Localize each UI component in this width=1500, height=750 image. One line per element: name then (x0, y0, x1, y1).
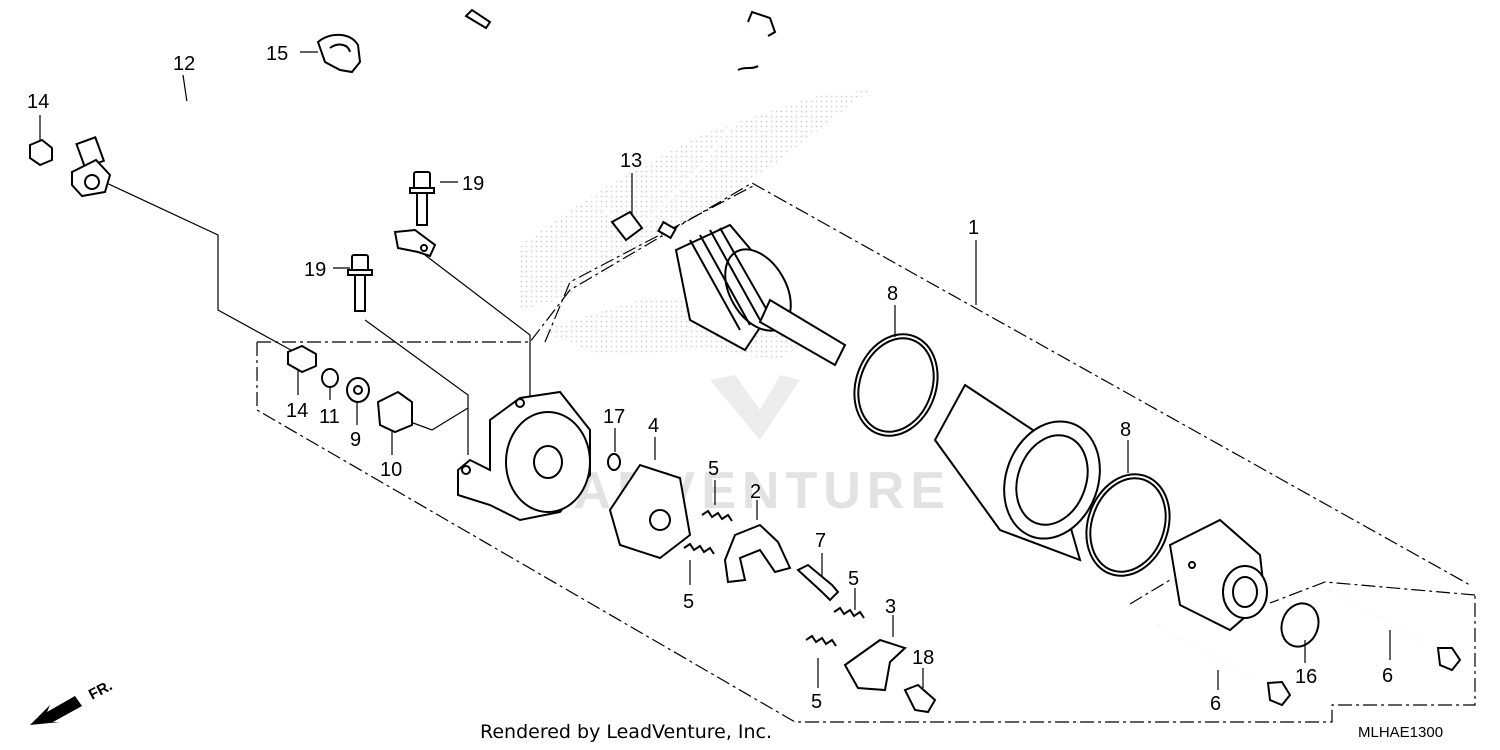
callout-11: 11 (319, 406, 340, 428)
callout-19-a: 19 (462, 173, 484, 195)
brush-terminal-3 (843, 638, 907, 692)
callout-15: 15 (266, 43, 288, 65)
callout-12: 12 (173, 53, 195, 75)
callout-16: 16 (1295, 666, 1317, 688)
o-ring-8-rear (1085, 473, 1171, 577)
callout-1: 1 (968, 217, 979, 239)
brush-2 (723, 523, 792, 584)
brush-holder-4 (608, 463, 692, 560)
diagram-code: MLHAE1300 (1358, 724, 1443, 741)
callout-13: 13 (620, 150, 642, 172)
callout-8-b: 8 (1120, 419, 1131, 441)
bolt-7 (796, 563, 840, 602)
callout-7: 7 (815, 530, 826, 552)
armature (657, 220, 847, 367)
through-bolt-6-upper (1329, 588, 1462, 672)
terminal-parts (287, 344, 413, 434)
nut-14-top (29, 138, 53, 167)
callout-6-b: 6 (1210, 693, 1221, 715)
starter-cable-12 (71, 8, 492, 198)
callout-10: 10 (380, 459, 402, 481)
cable-clamp-15 (316, 33, 362, 74)
front-direction-arrow-icon (30, 696, 82, 725)
callout-14-b: 14 (286, 400, 308, 422)
callout-5-d: 5 (811, 691, 822, 713)
assembly-outlines (256, 182, 1476, 723)
callout-19-b: 19 (304, 259, 326, 281)
callout-5-b: 5 (683, 591, 694, 613)
starter-cable-13 (384, 10, 777, 258)
callout-labels: 1 2 3 4 5 5 5 5 6 6 7 8 8 9 10 11 12 13 … (27, 43, 1393, 715)
callout-4: 4 (648, 415, 659, 437)
front-direction-label: FR. (86, 677, 115, 703)
front-cover (457, 390, 591, 522)
yoke (933, 383, 1101, 562)
leader-lines (39, 51, 1391, 690)
credit-text: Rendered by LeadVenture, Inc. (480, 721, 772, 743)
callout-9: 9 (350, 429, 361, 451)
washer-17 (607, 453, 621, 471)
callout-2: 2 (750, 481, 761, 503)
bolt-19-upper (409, 171, 435, 226)
bolt-19-lower (347, 254, 373, 312)
springs (683, 509, 865, 647)
callout-5-c: 5 (848, 568, 859, 590)
rear-cover (1168, 518, 1268, 632)
callout-5-a: 5 (708, 458, 719, 480)
callout-6-a: 6 (1382, 665, 1393, 687)
callout-8-a: 8 (887, 283, 898, 305)
o-ring-16 (1280, 602, 1320, 648)
through-bolt-6-lower (1157, 623, 1292, 707)
callout-18: 18 (912, 647, 934, 669)
screw-18 (903, 683, 937, 714)
callout-17: 17 (603, 406, 625, 428)
callout-14-a: 14 (27, 91, 49, 113)
o-ring-8-front (853, 333, 939, 437)
callout-3: 3 (885, 596, 896, 618)
